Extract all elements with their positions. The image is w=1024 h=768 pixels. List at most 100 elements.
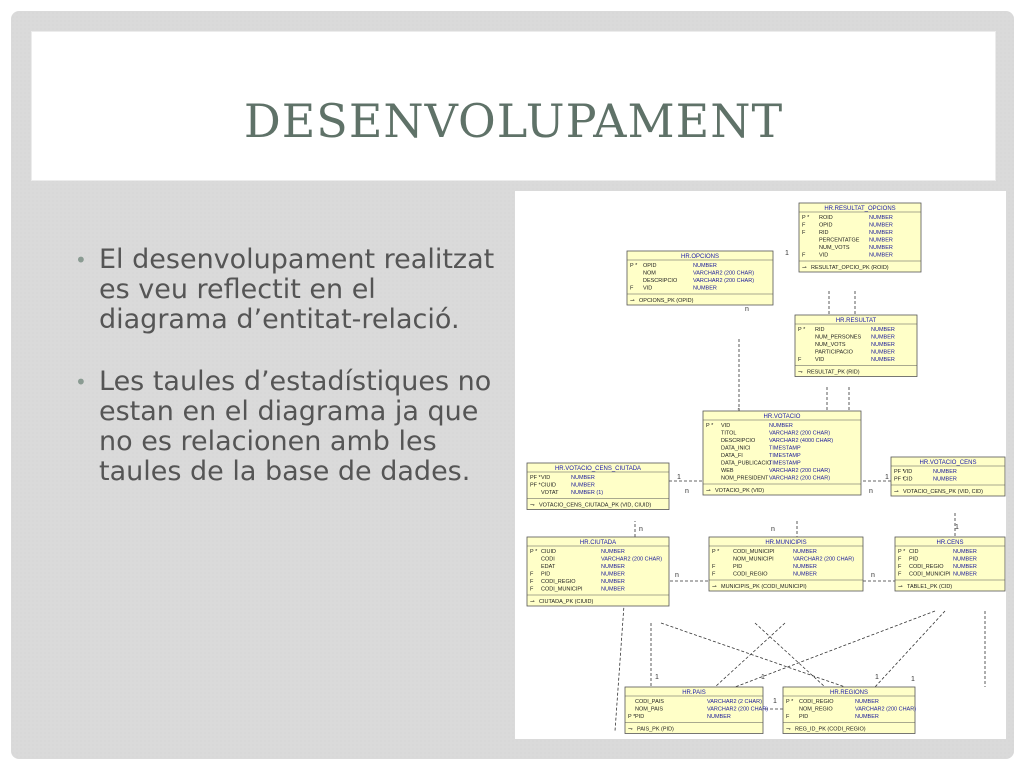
- column-key: PF *: [530, 483, 542, 489]
- column-name: CODI_REGIO: [541, 579, 576, 585]
- cardinality-label: 1: [655, 674, 659, 681]
- column-type: NUMBER: [793, 564, 817, 570]
- column-type: NUMBER: [869, 223, 893, 229]
- table-title: HR.MUNICIPIS: [765, 540, 806, 546]
- column-name: PID: [635, 714, 644, 720]
- primary-key-label: PAIS_PK (PID): [637, 727, 674, 733]
- column-type: NUMBER: [769, 423, 793, 429]
- column-type: NUMBER: [871, 357, 895, 363]
- column-type: NUMBER (1): [571, 490, 603, 496]
- key-icon: ⊸: [630, 298, 635, 304]
- column-type: NUMBER: [571, 475, 595, 481]
- key-icon: ⊸: [798, 370, 803, 376]
- column-name: VID: [903, 469, 912, 475]
- key-icon: ⊸: [628, 727, 633, 733]
- column-type: NUMBER: [871, 350, 895, 356]
- column-name: WEB: [721, 468, 734, 474]
- column-key: P *: [786, 699, 794, 705]
- column-name: NOM_MUNICIPI: [733, 557, 774, 563]
- key-icon: ⊸: [530, 599, 535, 605]
- bullet-icon: •: [75, 370, 87, 394]
- primary-key-label: VOTACIO_CENS_CIUTADA_PK (VID, CIUID): [539, 503, 651, 509]
- cardinality-label: 1: [677, 474, 681, 481]
- column-name: DATA_INICI: [721, 446, 751, 452]
- column-key: F: [786, 714, 790, 720]
- cardinality-label: 1: [885, 474, 889, 481]
- column-name: PID: [733, 564, 742, 570]
- key-icon: ⊸: [530, 503, 535, 509]
- column-name: PID: [541, 572, 550, 578]
- column-key: P *: [712, 549, 720, 555]
- cardinality-label: n: [745, 306, 749, 313]
- column-type: NUMBER: [855, 699, 879, 705]
- bullet-icon: •: [75, 248, 87, 272]
- column-key: F: [630, 286, 634, 292]
- cardinality-label: 1: [761, 674, 765, 681]
- column-type: VARCHAR2 (200 CHAR): [769, 468, 830, 474]
- table-title: HR.REGIONS: [830, 690, 868, 696]
- key-icon: ⊸: [894, 489, 899, 495]
- column-key: PF *: [894, 469, 906, 475]
- column-name: EDAT: [541, 564, 556, 570]
- column-key: F: [712, 564, 716, 570]
- column-type: NUMBER: [793, 549, 817, 555]
- column-name: VOTAT: [541, 490, 559, 496]
- slide-title: DESENVOLUPAMENT: [243, 94, 784, 148]
- column-type: VARCHAR2 (200 CHAR): [693, 271, 754, 277]
- column-key: F: [802, 223, 806, 229]
- bullet-text: Les taules d’estadístiques no estan en e…: [99, 366, 492, 487]
- primary-key-label: CIUTADA_PK (CIUID): [539, 599, 593, 605]
- cardinality-label: 1: [773, 698, 777, 705]
- column-name: CODI: [541, 557, 555, 563]
- column-name: RID: [819, 230, 829, 236]
- bullet-item: • Les taules d’estadístiques no estan en…: [73, 367, 503, 487]
- column-type: NUMBER: [601, 579, 625, 585]
- slide: DESENVOLUPAMENT • El desenvolupament rea…: [11, 11, 1014, 759]
- column-key: P *: [530, 549, 538, 555]
- column-name: NUM_VOTS: [815, 342, 846, 348]
- column-name: OPID: [819, 223, 832, 229]
- column-key: P *: [798, 327, 806, 333]
- column-name: ROID: [819, 215, 833, 221]
- cardinality-label: 1: [955, 524, 959, 531]
- column-name: TITOL: [721, 431, 737, 437]
- column-key: F: [530, 587, 534, 593]
- column-type: VARCHAR2 (200 CHAR): [793, 557, 854, 563]
- column-name: CIUID: [541, 549, 556, 555]
- relationship-line: [660, 622, 846, 688]
- column-key: P *: [706, 423, 714, 429]
- column-type: NUMBER: [933, 469, 957, 475]
- cardinality-label: n: [639, 526, 643, 533]
- column-name: NUM_VOTS: [819, 245, 850, 251]
- column-type: VARCHAR2 (4000 CHAR): [769, 438, 833, 444]
- column-key: F: [802, 253, 806, 259]
- column-name: NUM_PERSONES: [815, 335, 861, 341]
- column-key: F: [898, 564, 902, 570]
- column-name: NOM: [643, 271, 656, 277]
- title-box: DESENVOLUPAMENT: [31, 31, 996, 181]
- column-name: CODI_MUNICIPI: [541, 587, 583, 593]
- column-type: NUMBER: [601, 572, 625, 578]
- column-type: NUMBER: [953, 564, 977, 570]
- column-key: F: [530, 572, 534, 578]
- column-key: P *: [628, 714, 636, 720]
- column-name: CODI_REGIO: [909, 564, 944, 570]
- table-title: HR.CIUTADA: [580, 540, 616, 546]
- cardinality-label: n: [685, 488, 689, 495]
- column-name: DATA_PUBLICACIO: [721, 461, 772, 467]
- table-title: HR.PAIS: [682, 690, 706, 696]
- column-key: F: [798, 357, 802, 363]
- column-name: PID: [909, 557, 918, 563]
- cardinality-label: n: [675, 572, 679, 579]
- column-key: F: [530, 579, 534, 585]
- column-name: CID: [909, 549, 919, 555]
